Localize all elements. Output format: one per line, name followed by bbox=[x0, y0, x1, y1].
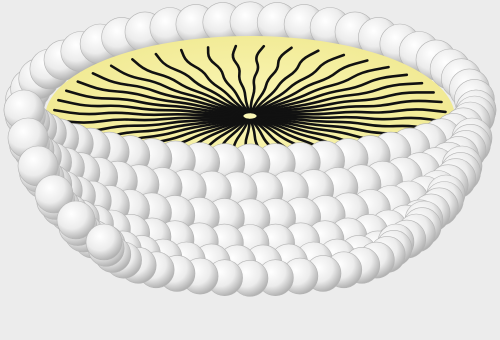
head-sphere bbox=[86, 224, 122, 260]
